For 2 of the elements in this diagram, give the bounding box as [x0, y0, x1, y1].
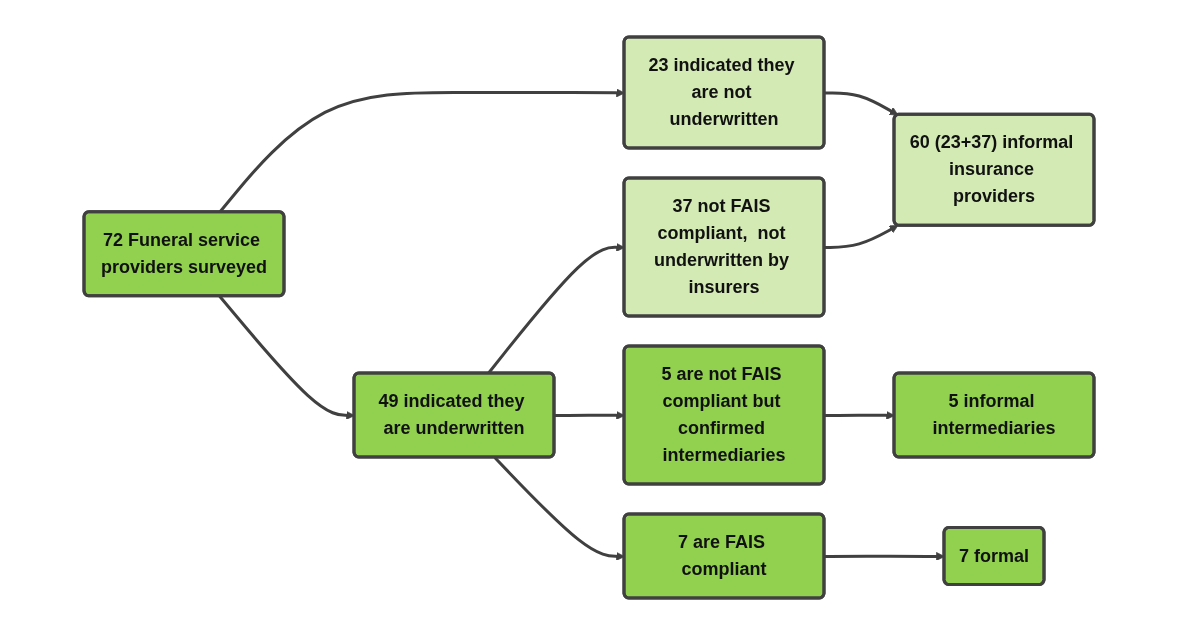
arrow [823, 224, 898, 249]
arrow [823, 90, 898, 115]
